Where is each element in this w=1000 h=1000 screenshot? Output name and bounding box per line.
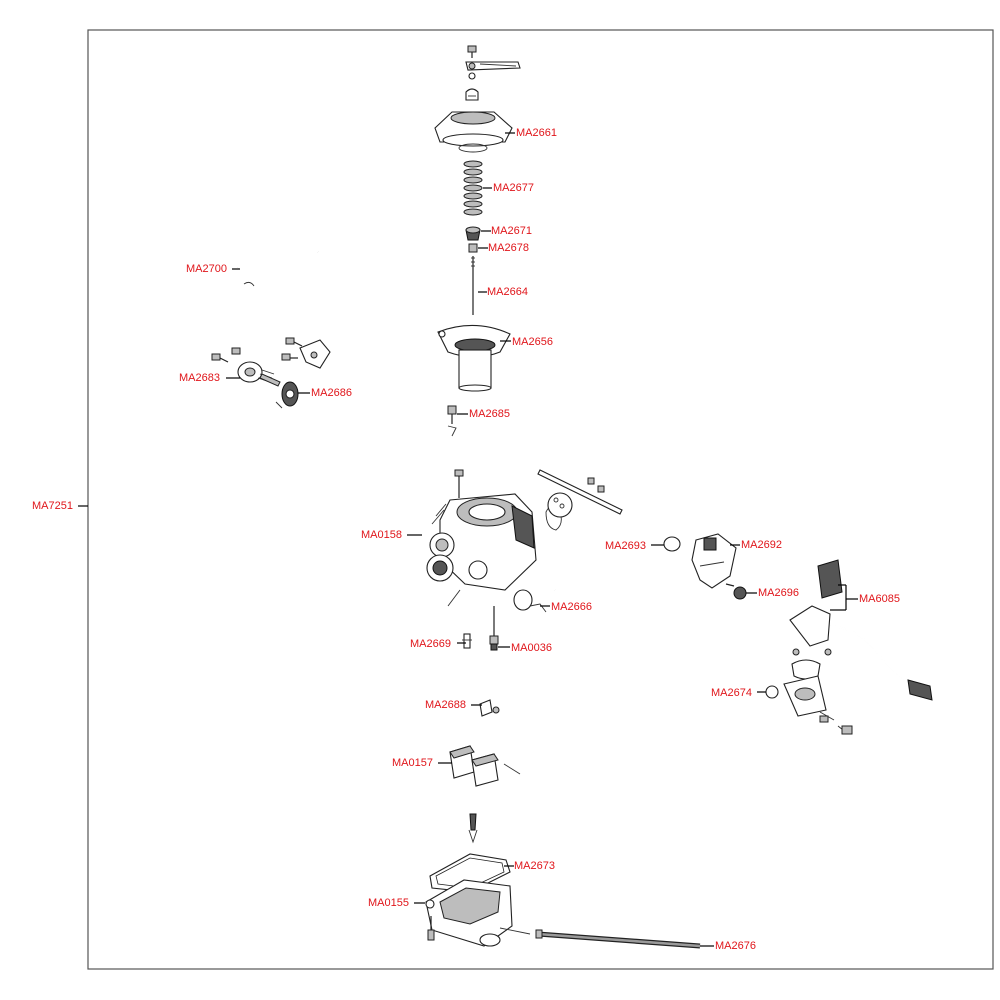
- throttle-shaft-part[interactable]: [537, 469, 623, 518]
- clip-ring-part[interactable]: [468, 243, 478, 253]
- pilot-jet-part[interactable]: [462, 633, 472, 649]
- assembly-label: MA7251: [32, 500, 73, 512]
- label-ma2677[interactable]: MA2677: [493, 182, 534, 194]
- carburetor-body-part[interactable]: [426, 469, 562, 607]
- label-ma2693[interactable]: MA2693: [605, 540, 646, 552]
- label-ma2656[interactable]: MA2656: [512, 336, 553, 348]
- label-ma2685[interactable]: MA2685: [469, 408, 510, 420]
- label-ma2669[interactable]: MA2669: [410, 638, 451, 650]
- clip-part[interactable]: [465, 88, 479, 101]
- label-ma0157[interactable]: MA0157: [392, 757, 433, 769]
- spring-part[interactable]: [463, 160, 483, 216]
- label-ma6085[interactable]: MA6085: [859, 593, 900, 605]
- diagram-frame: [87, 29, 994, 970]
- carb-top-cap-part[interactable]: [434, 111, 513, 153]
- label-ma2673[interactable]: MA2673: [514, 860, 555, 872]
- idle-screw-part[interactable]: [447, 405, 457, 437]
- label-ma2664[interactable]: MA2664: [487, 286, 528, 298]
- label-ma2696[interactable]: MA2696: [758, 587, 799, 599]
- sensor-screw-part[interactable]: [725, 583, 747, 600]
- main-jet-part[interactable]: [489, 606, 499, 651]
- hose-part[interactable]: [236, 251, 321, 287]
- label-ma2692[interactable]: MA2692: [741, 539, 782, 551]
- float-pin-part[interactable]: [479, 699, 500, 717]
- choke-assembly-part[interactable]: [211, 337, 331, 409]
- label-ma2688[interactable]: MA2688: [425, 699, 466, 711]
- throttle-sensor-part[interactable]: [691, 533, 737, 589]
- float-bowl-gasket-part[interactable]: [429, 853, 511, 893]
- label-ma2678[interactable]: MA2678: [488, 242, 529, 254]
- label-ma2661[interactable]: MA2661: [516, 127, 557, 139]
- label-ma2676[interactable]: MA2676: [715, 940, 756, 952]
- float-part[interactable]: [449, 745, 521, 787]
- label-ma2683[interactable]: MA2683: [179, 372, 220, 384]
- label-ma0158[interactable]: MA0158: [361, 529, 402, 541]
- label-ma0155[interactable]: MA0155: [368, 897, 409, 909]
- auto-choke-part[interactable]: [783, 559, 933, 735]
- float-bowl-part[interactable]: [425, 879, 531, 947]
- jet-part[interactable]: [513, 589, 547, 613]
- float-needle-part[interactable]: [468, 813, 478, 844]
- o-ring-part[interactable]: [663, 536, 681, 552]
- label-ma2700[interactable]: MA2700: [186, 263, 227, 275]
- label-ma2666[interactable]: MA2666: [551, 601, 592, 613]
- label-ma2686[interactable]: MA2686: [311, 387, 352, 399]
- label-ma2671[interactable]: MA2671: [491, 225, 532, 237]
- label-ma2674[interactable]: MA2674: [711, 687, 752, 699]
- top-screw-part[interactable]: [465, 45, 521, 80]
- drain-hose-part[interactable]: [535, 929, 701, 949]
- choke-o-ring-part[interactable]: [765, 685, 779, 699]
- jet-needle-part[interactable]: [471, 256, 475, 315]
- needle-holder-part[interactable]: [465, 226, 481, 241]
- label-ma0036[interactable]: MA0036: [511, 642, 552, 654]
- diaphragm-slide-part[interactable]: [437, 324, 511, 392]
